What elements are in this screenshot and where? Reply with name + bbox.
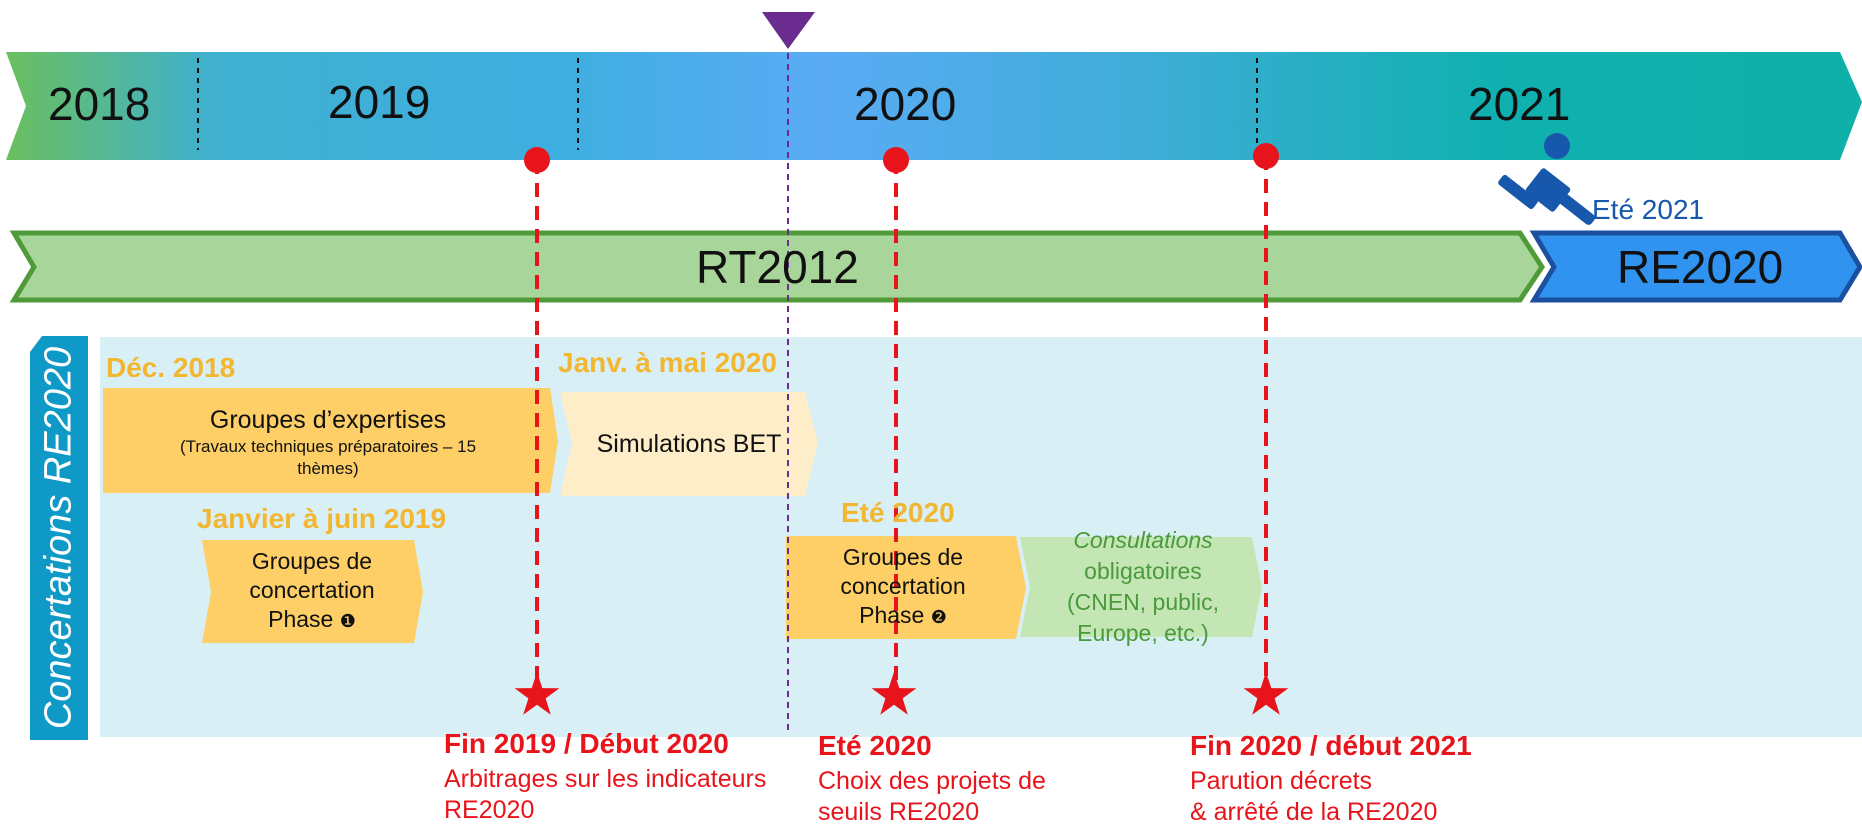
milestone-1-title: Fin 2019 / Début 2020 — [444, 728, 729, 759]
consultations-text: Consultations obligatoires (CNEN, public… — [1030, 520, 1256, 654]
re2020-label: RE2020 — [1617, 241, 1784, 293]
expertise-groups-box — [103, 388, 558, 493]
milestone-dot — [883, 147, 909, 173]
date-jan-may-2020: Janv. à mai 2020 — [558, 347, 777, 378]
phase-1-text: Groupes de concertation Phase ❶ — [212, 540, 412, 643]
phase-2-badge: ❷ — [930, 607, 947, 627]
date-ete-2020: Eté 2020 — [841, 497, 955, 528]
concertation-vertical-label: Concertations RE2020 — [37, 346, 80, 730]
milestone-dot — [1253, 143, 1279, 169]
expertise-groups-text: Groupes d’expertises (Travaux techniques… — [105, 392, 551, 492]
phase-1-line1: Groupes de — [251, 548, 373, 574]
milestone-dot — [524, 147, 550, 173]
milestone-1-line2: RE2020 — [444, 796, 535, 824]
expertise-groups-title: Groupes d’expertises — [209, 406, 447, 434]
consultations-line2: obligatoires — [1084, 558, 1202, 584]
current-date-marker — [762, 12, 815, 49]
concertation-label-bar — [30, 336, 88, 740]
milestone-3-title: Fin 2020 / début 2021 — [1190, 730, 1472, 761]
milestone-2-title: Eté 2020 — [818, 730, 932, 761]
consultations-line4: Europe, etc.) — [1077, 620, 1209, 646]
date-dec-2018: Déc. 2018 — [106, 352, 236, 383]
phase-2-box — [786, 536, 1026, 639]
year-label-2019: 2019 — [328, 76, 431, 128]
milestone-1-line1: Arbitrages sur les indicateurs — [444, 765, 767, 793]
year-label-2020: 2020 — [854, 78, 957, 130]
rt2012-label: RT2012 — [696, 241, 859, 293]
phase-1-line2: concertation — [249, 577, 375, 603]
simulations-bet-text: Simulations BET — [573, 392, 805, 496]
expertise-groups-subtitle: (Travaux techniques préparatoires – 15 t… — [179, 437, 477, 478]
year-timeline-arrow — [6, 52, 1862, 160]
consultations-line1: Consultations — [1073, 527, 1213, 553]
phase-2-line1: Groupes de — [842, 544, 964, 570]
phase-2-text: Groupes de concertation Phase ❷ — [788, 536, 1018, 639]
gavel-icon — [1498, 133, 1595, 225]
phase-2-line2: concertation — [840, 573, 966, 599]
year-label-2021: 2021 — [1468, 78, 1571, 130]
date-jan-jun-2019: Janvier à juin 2019 — [197, 503, 447, 534]
phase-1-box — [202, 540, 423, 643]
consultations-line3: (CNEN, public, — [1066, 589, 1220, 615]
milestone-2-line2: seuils RE2020 — [818, 798, 980, 826]
phase-1-line3: Phase ❶ — [268, 606, 356, 632]
milestone-star-icon — [514, 672, 560, 715]
milestone-3-line2: & arrêté de la RE2020 — [1190, 798, 1438, 826]
phase-2-line3: Phase ❷ — [859, 602, 947, 628]
consultations-box — [1020, 537, 1262, 637]
phase-1-badge: ❶ — [339, 611, 356, 631]
simulations-bet-box — [560, 392, 818, 496]
milestone-2-line1: Choix des projets de — [818, 767, 1046, 795]
rt2012-band — [9, 230, 1545, 303]
year-label-2018: 2018 — [48, 78, 151, 130]
re2020-band — [1529, 230, 1862, 303]
milestone-star-icon — [871, 672, 917, 715]
transition-date: Eté 2021 — [1592, 194, 1705, 225]
simulations-bet-title: Simulations BET — [596, 429, 782, 458]
milestone-star-icon — [1243, 672, 1289, 715]
milestone-3-line1: Parution décrets — [1190, 767, 1373, 795]
